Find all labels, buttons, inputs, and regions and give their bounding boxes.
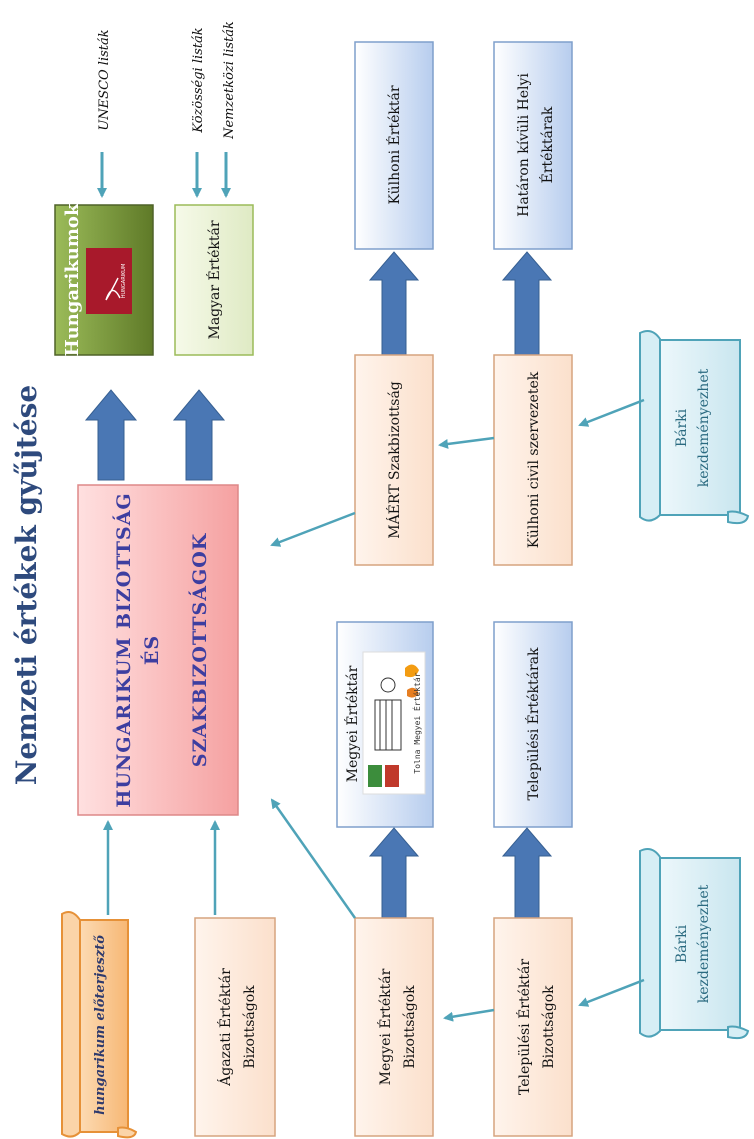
- source-nemzetkozi: Nemzetközi listák: [222, 21, 237, 140]
- hungarikum-logo-mark: [105, 277, 121, 301]
- agazati-label-1: Ágazati Értéktár: [216, 968, 234, 1087]
- arrow-civil-to-maert: [438, 436, 495, 449]
- kulhoni-ertektar-box: [354, 41, 434, 250]
- scroll-barki-top: [639, 330, 750, 525]
- eloterjeszto-label: hungarikum előterjesztő: [93, 935, 108, 1115]
- telepulesi-biz-label-1: Települési Értéktár: [515, 959, 533, 1095]
- arrow-telepulesi-biz-to-megyei-biz: [443, 1008, 495, 1022]
- hb-label-2: ÉS: [140, 635, 163, 665]
- barki-bottom-label-2: kezdeményezhet: [696, 884, 712, 1003]
- hungarikum-bizottsag-box: [77, 484, 239, 816]
- arrow-barki-to-telepulesi-biz: [578, 978, 645, 1007]
- telepulesi-ertektarak-box: [493, 621, 573, 828]
- hb-label-1: HUNGARIKUM BIZOTTSÁG: [112, 492, 135, 807]
- thick-arrow-megyei-biz-to-megyei: [368, 827, 420, 921]
- hungarikum-logo-text: HUNGARIKUM: [121, 264, 127, 299]
- thick-arrow-telepulesi-biz-to-telepulesi: [501, 827, 553, 921]
- megyei-ertektar-label: Megyei Értéktár: [343, 665, 361, 782]
- page-title: Nemzeti értékek gyűjtése: [10, 385, 43, 785]
- hataron-kivuli-label-1: Határon kívüli Helyi: [516, 73, 532, 217]
- scroll-barki-bottom: [639, 848, 750, 1040]
- magyar-ertektar-box: [174, 204, 254, 356]
- thick-arrow-hb-to-magyar: [172, 389, 226, 481]
- thick-arrow-maert-to-kulhoni: [368, 251, 420, 356]
- telepulesi-bizottsagok-box: [493, 917, 573, 1137]
- hataron-kivuli-label-2: Értéktárak: [538, 106, 556, 183]
- arrow-maert-to-hb: [270, 511, 356, 547]
- tolna-logo: [362, 651, 426, 795]
- barki-top-label-2: kezdeményezhet: [696, 368, 712, 487]
- hungarikumok-label: Hungarikumok: [62, 203, 83, 356]
- telepulesi-ertektarak-label: Települési Értéktárak: [524, 647, 542, 800]
- source-unesco: UNESCO listák: [97, 29, 112, 130]
- scroll-eloterjeszto: [61, 911, 138, 1139]
- agazati-box: [194, 917, 276, 1137]
- kulhoni-civil-label: Külhoni civil szervezetek: [526, 371, 542, 548]
- telepulesi-biz-label-2: Bizottságok: [541, 985, 557, 1069]
- maert-box: [354, 354, 434, 566]
- hungarikum-logo: [86, 248, 132, 314]
- megyei-bizottsagok-box: [354, 917, 434, 1137]
- thick-arrow-hb-to-hungarikumok: [84, 389, 138, 481]
- agazati-label-2: Bizottságok: [242, 985, 258, 1069]
- kulhoni-ertektar-label: Külhoni Értéktár: [385, 85, 403, 204]
- arrow-barki-to-civil: [578, 398, 645, 427]
- tolna-logo-text: Tolna Megyei Értéktár: [411, 672, 422, 773]
- thick-arrow-civil-to-hataron: [501, 251, 553, 356]
- megyei-biz-label-2: Bizottságok: [402, 985, 418, 1069]
- barki-top-label-1: Bárki: [674, 408, 690, 447]
- magyar-ertektar-label: Magyar Értéktár: [205, 220, 223, 339]
- maert-label: MÁÉRT Szakbizottság: [385, 381, 403, 539]
- arrow-megyei-biz-to-hb: [270, 798, 357, 919]
- hataron-kivuli-box: [493, 41, 573, 250]
- barki-bottom-label-1: Bárki: [674, 924, 690, 963]
- hb-label-3: SZAKBIZOTTSÁGOK: [188, 532, 211, 767]
- source-kozossegi: Közösségi listák: [191, 27, 206, 133]
- megyei-biz-label-1: Megyei Értéktár: [376, 968, 394, 1085]
- kulhoni-civil-box: [493, 354, 573, 566]
